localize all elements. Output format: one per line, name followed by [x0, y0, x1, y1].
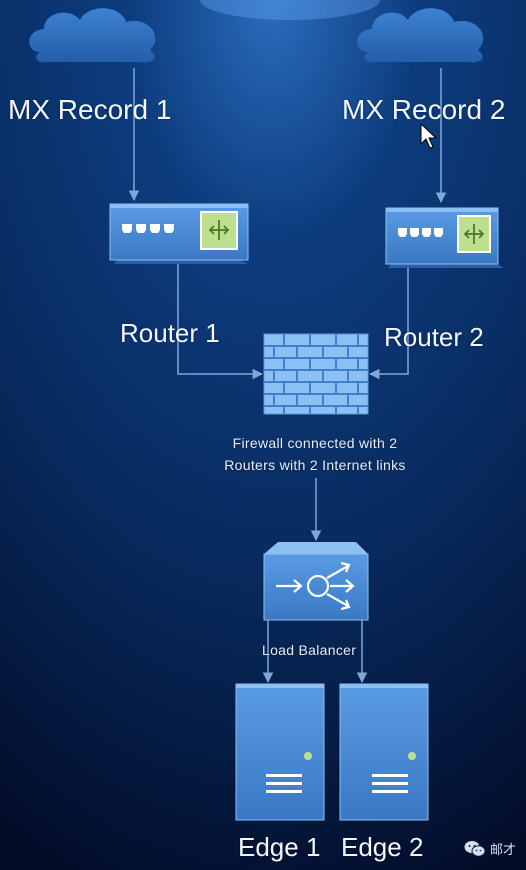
server-icon — [339, 683, 429, 821]
edge-2-label: Edge 2 — [341, 832, 424, 862]
firewall-caption-line-2: Routers with 2 Internet links — [224, 457, 406, 473]
firewall-caption: Firewall connected with 2 Routers with 2… — [190, 432, 440, 476]
watermark: 邮才 — [464, 839, 516, 858]
router-icon — [385, 207, 504, 268]
router-1-label: Router 1 — [120, 318, 220, 348]
mx-record-2-label: MX Record 2 — [342, 94, 506, 125]
connector-router1-firewall — [177, 264, 264, 380]
router-icon — [109, 203, 249, 264]
firewall-caption-line-1: Firewall connected with 2 — [232, 435, 398, 451]
firewall-icon — [263, 333, 369, 415]
router-2-label: Router 2 — [384, 322, 484, 352]
watermark-text: 邮才 — [489, 843, 516, 858]
connector-router2-firewall — [368, 268, 409, 380]
server-icon — [235, 683, 325, 821]
mouse-cursor-icon — [420, 122, 438, 149]
edge-1-label: Edge 1 — [238, 832, 321, 862]
load-balancer-label: Load Balancer — [262, 642, 357, 658]
load-balancer-icon — [263, 542, 369, 621]
cloud-icon — [357, 8, 484, 63]
wechat-icon — [464, 840, 486, 857]
mx-record-1-label: MX Record 1 — [8, 94, 172, 125]
cloud-icon — [29, 8, 156, 63]
